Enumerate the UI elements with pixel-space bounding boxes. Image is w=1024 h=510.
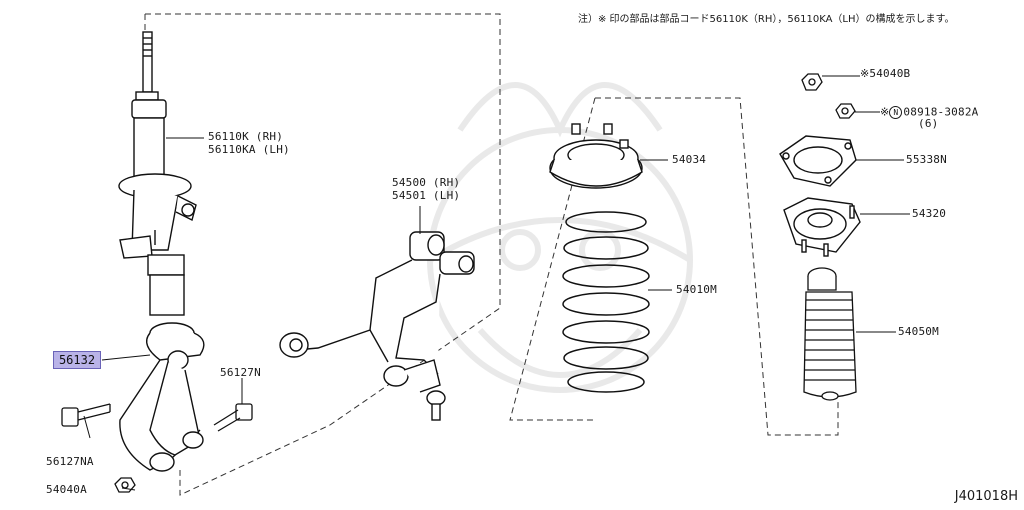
mount-plate-55338n <box>779 135 857 187</box>
label-54010m[interactable]: 54010M <box>676 283 717 296</box>
nut-54040b <box>801 73 823 91</box>
label-54320[interactable]: 54320 <box>912 207 947 220</box>
label-54050m[interactable]: 54050M <box>898 325 939 338</box>
upper-mount-54320 <box>783 197 861 257</box>
label-54500[interactable]: 54500 (RH) <box>392 176 461 189</box>
spring-seat-54034 <box>549 123 643 189</box>
coil-spring-54010m <box>562 211 650 393</box>
label-56110k[interactable]: 56110K (RH) <box>208 130 284 143</box>
reference-code: J401018H <box>954 489 1018 504</box>
nut-54040a <box>114 477 136 493</box>
label-55338n[interactable]: 55338N <box>906 153 947 166</box>
knuckle-56132 <box>119 322 205 472</box>
label-bolt-quantity: (6) <box>918 117 939 130</box>
watermark-emblem <box>427 82 693 393</box>
parts-note: 注）※ 印の部品は部品コード56110K（RH），56110KA（LH）の構成を… <box>578 14 955 25</box>
assembly-outline-spring-left <box>509 97 596 421</box>
nut-08918-3082a <box>835 103 856 119</box>
bolt-56127n <box>213 403 253 432</box>
label-56110ka[interactable]: 56110KA (LH) <box>208 143 290 156</box>
bolt-56127na <box>61 403 111 427</box>
bump-boot-54050m <box>803 267 857 401</box>
leader-lines <box>83 75 910 491</box>
label-56127n[interactable]: 56127N <box>220 366 261 379</box>
assembly-outline-spring <box>595 97 839 436</box>
bolt-code: 08918-3082A <box>903 105 979 119</box>
label-54040b[interactable]: ※54040B <box>860 67 911 80</box>
circled-n-icon: N <box>889 106 903 119</box>
label-56132-highlighted[interactable]: 56132 <box>53 351 101 369</box>
label-54501[interactable]: 54501 (LH) <box>392 189 461 202</box>
bolt-asterisk: ※ <box>880 105 890 119</box>
lower-arm-54500 <box>279 231 475 421</box>
label-56127na[interactable]: 56127NA <box>46 455 94 468</box>
label-54040a[interactable]: 54040A <box>46 483 87 496</box>
label-54034[interactable]: 54034 <box>672 153 707 166</box>
strut-assembly <box>118 31 197 316</box>
